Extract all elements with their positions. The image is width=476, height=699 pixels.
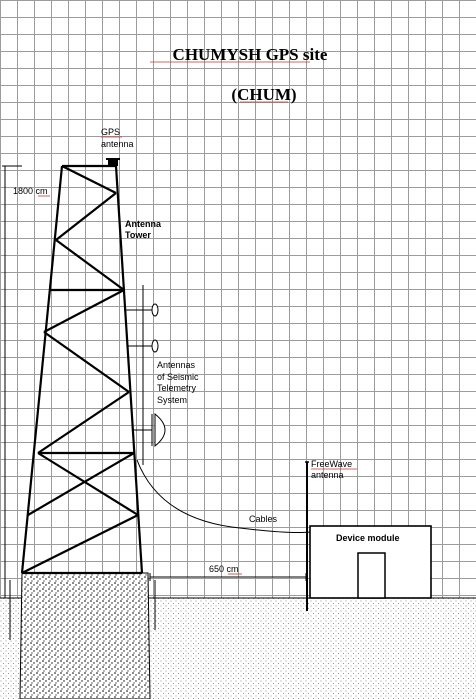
- gps-antenna-icon: [106, 158, 120, 166]
- antenna-tower: [20, 164, 144, 575]
- tower-label-2: Tower: [125, 230, 151, 240]
- tower-foundation: [19, 572, 151, 699]
- cable: [136, 459, 311, 533]
- seismic-antennas: [124, 285, 166, 465]
- tower-label: Antenna: [125, 219, 162, 229]
- diagram-subtitle: (CHUM): [231, 85, 296, 104]
- gps-antenna-label: GPS: [101, 127, 120, 137]
- height-label: 1800 cm: [13, 186, 48, 196]
- seismic-antennas-label-4: System: [157, 395, 187, 405]
- gps-antenna-label-2: antenna: [101, 139, 134, 149]
- cables-label: Cables: [249, 514, 278, 524]
- device-module-door: [357, 552, 386, 599]
- seismic-antennas-label-2: of Seismic: [157, 372, 199, 382]
- seismic-antennas-label: Antennas: [157, 360, 196, 370]
- freewave-antenna-label: FreeWave: [311, 459, 352, 469]
- seismic-antennas-label-3: Telemetry: [157, 383, 197, 393]
- freewave-antenna-label-2: antenna: [311, 470, 344, 480]
- distance-label: 650 cm: [209, 564, 239, 574]
- diagram-title: CHUMYSH GPS site: [173, 45, 328, 64]
- device-module-label: Device module: [336, 533, 400, 543]
